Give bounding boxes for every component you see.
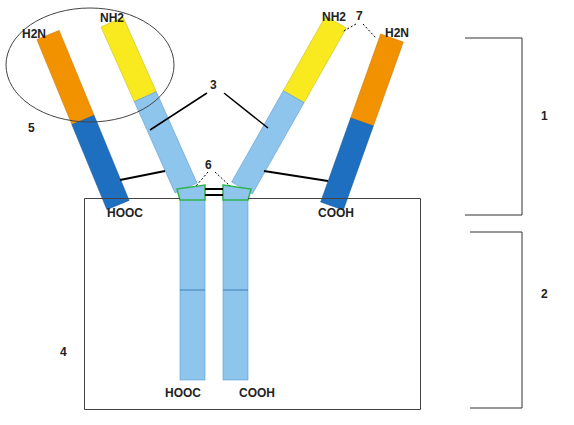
region-bracket	[470, 232, 522, 408]
light-chain-variable	[351, 34, 404, 126]
node-outline	[84, 198, 421, 410]
terminus-label: H2N	[22, 28, 46, 40]
leader-line	[196, 172, 208, 186]
light-chain-constant	[72, 115, 129, 209]
region-box	[85, 199, 421, 410]
disulfide-bond	[205, 194, 223, 196]
callout-number: 1	[541, 110, 548, 122]
heavy-chain-constant	[134, 92, 197, 193]
hinge-region	[177, 185, 205, 200]
terminus-label: HOOC	[165, 387, 201, 399]
variable-region-ellipse: H2N NH2	[5, 7, 175, 123]
leader-line	[215, 172, 230, 186]
terminus-label: NH2	[322, 11, 346, 23]
terminus-label: COOH	[318, 207, 354, 219]
domain-divider	[180, 290, 205, 291]
leader-line	[342, 24, 356, 32]
region-bracket	[465, 38, 522, 215]
heavy-chain-constant	[232, 91, 305, 194]
fc-chain	[180, 192, 205, 380]
light-chain-variable	[37, 30, 94, 124]
callout-number: 7	[356, 10, 363, 22]
terminus-label: NH2	[100, 12, 124, 24]
light-chain-constant	[321, 118, 374, 210]
fc-region-box: HOOC COOH HOOC COOH	[84, 198, 421, 410]
callout-number: 6	[205, 159, 212, 171]
domain-divider	[223, 290, 248, 291]
terminus-label: HOOC	[107, 207, 143, 219]
callout-number: 5	[28, 122, 35, 134]
disulfide-bond	[264, 171, 328, 181]
leader-line	[363, 24, 376, 38]
disulfide-bond	[205, 188, 223, 190]
hinge-region	[223, 185, 251, 200]
heavy-chain-variable	[283, 16, 346, 103]
fc-chain	[223, 192, 248, 380]
leader-line	[224, 93, 268, 128]
heavy-chain-variable	[101, 17, 156, 102]
disulfide-bond	[120, 171, 165, 180]
node-outline	[5, 7, 175, 123]
callout-number: 2	[541, 288, 548, 300]
callout-number: 3	[210, 79, 217, 91]
terminus-label: H2N	[385, 27, 409, 39]
callout-number: 4	[60, 346, 67, 358]
region-ellipse	[6, 8, 174, 122]
terminus-label: COOH	[239, 387, 275, 399]
